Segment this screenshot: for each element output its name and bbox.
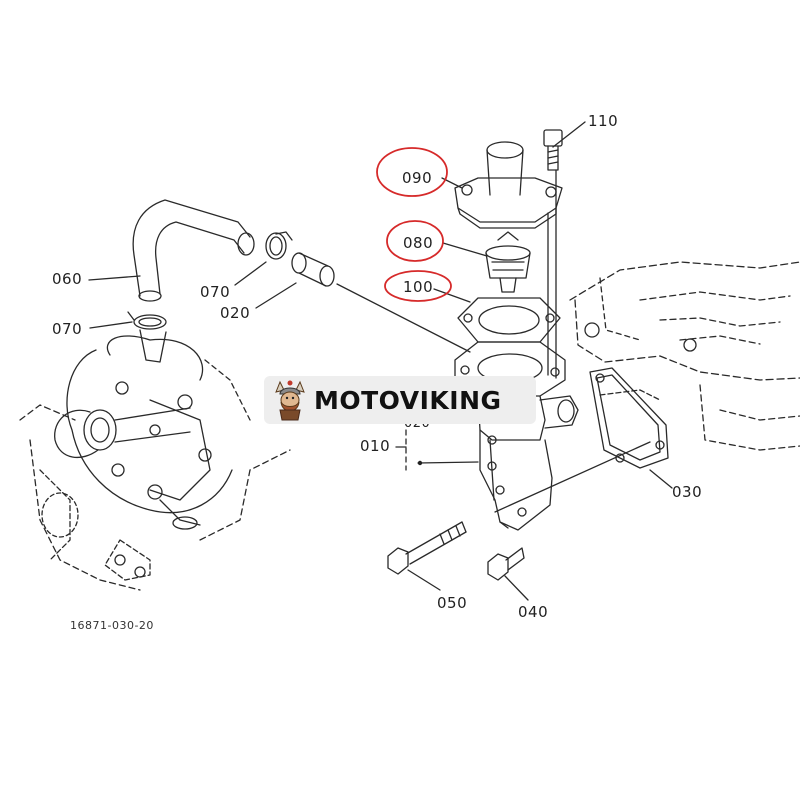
callout-110: 110	[588, 112, 619, 130]
callout-070-upper: 070	[200, 283, 231, 301]
bolt-050	[387, 521, 467, 575]
thermostat-080	[485, 231, 531, 293]
drawing-code: 16871-030-20	[70, 619, 154, 632]
clamp-070-upper	[265, 231, 293, 260]
thermostat-cover-090	[454, 141, 563, 229]
leader-lines	[88, 121, 673, 601]
callout-030: 030	[672, 483, 703, 501]
highlight-oval-100	[384, 270, 452, 302]
viking-mascot-icon	[275, 380, 305, 421]
callout-070-lower: 070	[52, 320, 83, 338]
highlight-oval-090	[376, 147, 448, 197]
callout-040: 040	[518, 603, 549, 621]
highlight-oval-080	[386, 220, 444, 262]
callout-050: 050	[437, 594, 468, 612]
watermark-banner: MOTOVIKING	[264, 376, 536, 424]
clamp-070-lower	[127, 311, 167, 330]
gasket-100	[457, 297, 561, 343]
watermark-text: MOTOVIKING	[314, 385, 502, 415]
engine-block-right	[569, 261, 800, 451]
callout-080: 080	[403, 234, 434, 252]
callout-100: 100	[403, 278, 434, 296]
callout-010: 010	[360, 437, 391, 455]
callout-060: 060	[52, 270, 83, 288]
gasket-030	[589, 367, 669, 469]
reference-dot	[417, 460, 423, 466]
callout-090: 090	[402, 169, 433, 187]
callout-020: 020	[220, 304, 251, 322]
water-pump-left	[19, 329, 291, 591]
bolt-040	[487, 547, 525, 581]
hose-060	[132, 199, 255, 302]
highlight-circles	[376, 147, 452, 302]
bolt-110	[543, 129, 563, 171]
pipe-020	[291, 252, 335, 287]
